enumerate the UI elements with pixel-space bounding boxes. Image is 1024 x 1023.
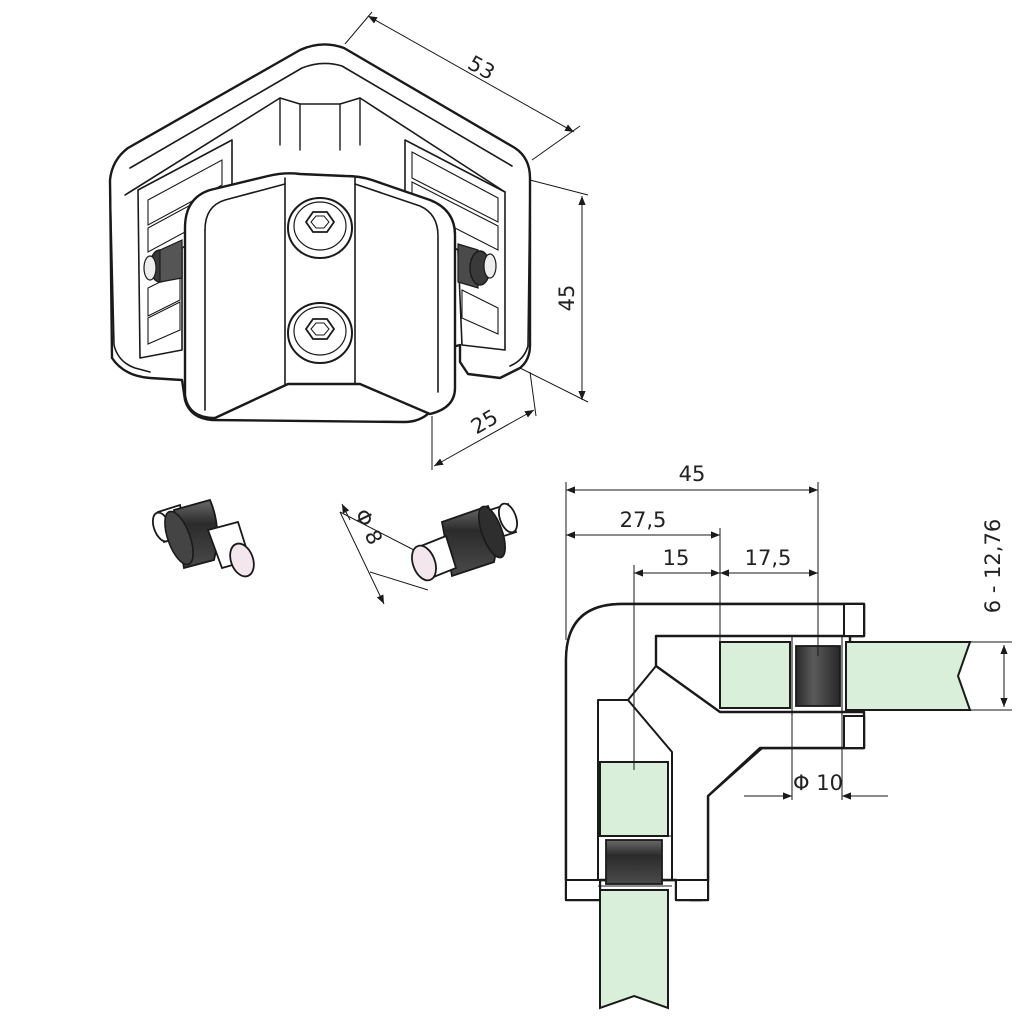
dim-label-45-section: 45 <box>679 462 706 486</box>
pin-right <box>411 502 519 582</box>
dim-label-hole-diameter: Φ 10 <box>793 771 843 795</box>
screw-bottom <box>287 302 353 364</box>
section-dimensions: 45 27,5 15 17,5 6 - 12,76 Φ 10 <box>565 462 1012 800</box>
dim-label-25: 25 <box>467 405 502 439</box>
screw-top <box>287 197 353 259</box>
glass-vertical <box>599 761 669 837</box>
dim-label-glass-thickness: 6 - 12,76 <box>981 519 1005 613</box>
dim-label-27-5: 27,5 <box>620 508 667 532</box>
iso-clamp <box>108 43 532 424</box>
section-view <box>564 602 972 1010</box>
dim-label-17-5: 17,5 <box>745 546 792 570</box>
dim-label-53: 53 <box>464 51 499 85</box>
dim-label-15: 15 <box>663 546 690 570</box>
pin-left <box>151 498 255 578</box>
dim-label-pin-diameter: Φ 8 <box>349 505 387 548</box>
glass-horizontal <box>719 641 791 709</box>
dim-label-45-iso: 45 <box>555 285 579 312</box>
